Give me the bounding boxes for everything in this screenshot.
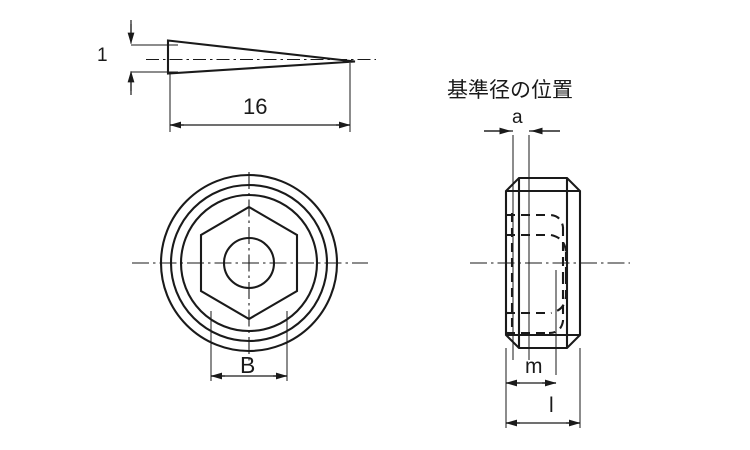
taper-wedge-outline bbox=[166, 39, 356, 75]
dimension-label-across-flats: B bbox=[240, 352, 256, 378]
dimension-label-overall-length: l bbox=[549, 394, 554, 417]
dimension-label-socket-depth: m bbox=[525, 355, 543, 378]
dimension-label-gauge-length: a bbox=[512, 107, 523, 128]
dimension-label-taper-length: 16 bbox=[243, 94, 268, 119]
dimension-label-taper-height: 1 bbox=[97, 45, 108, 66]
note-label-reference-diameter-position: 基準径の位置 bbox=[447, 78, 573, 102]
